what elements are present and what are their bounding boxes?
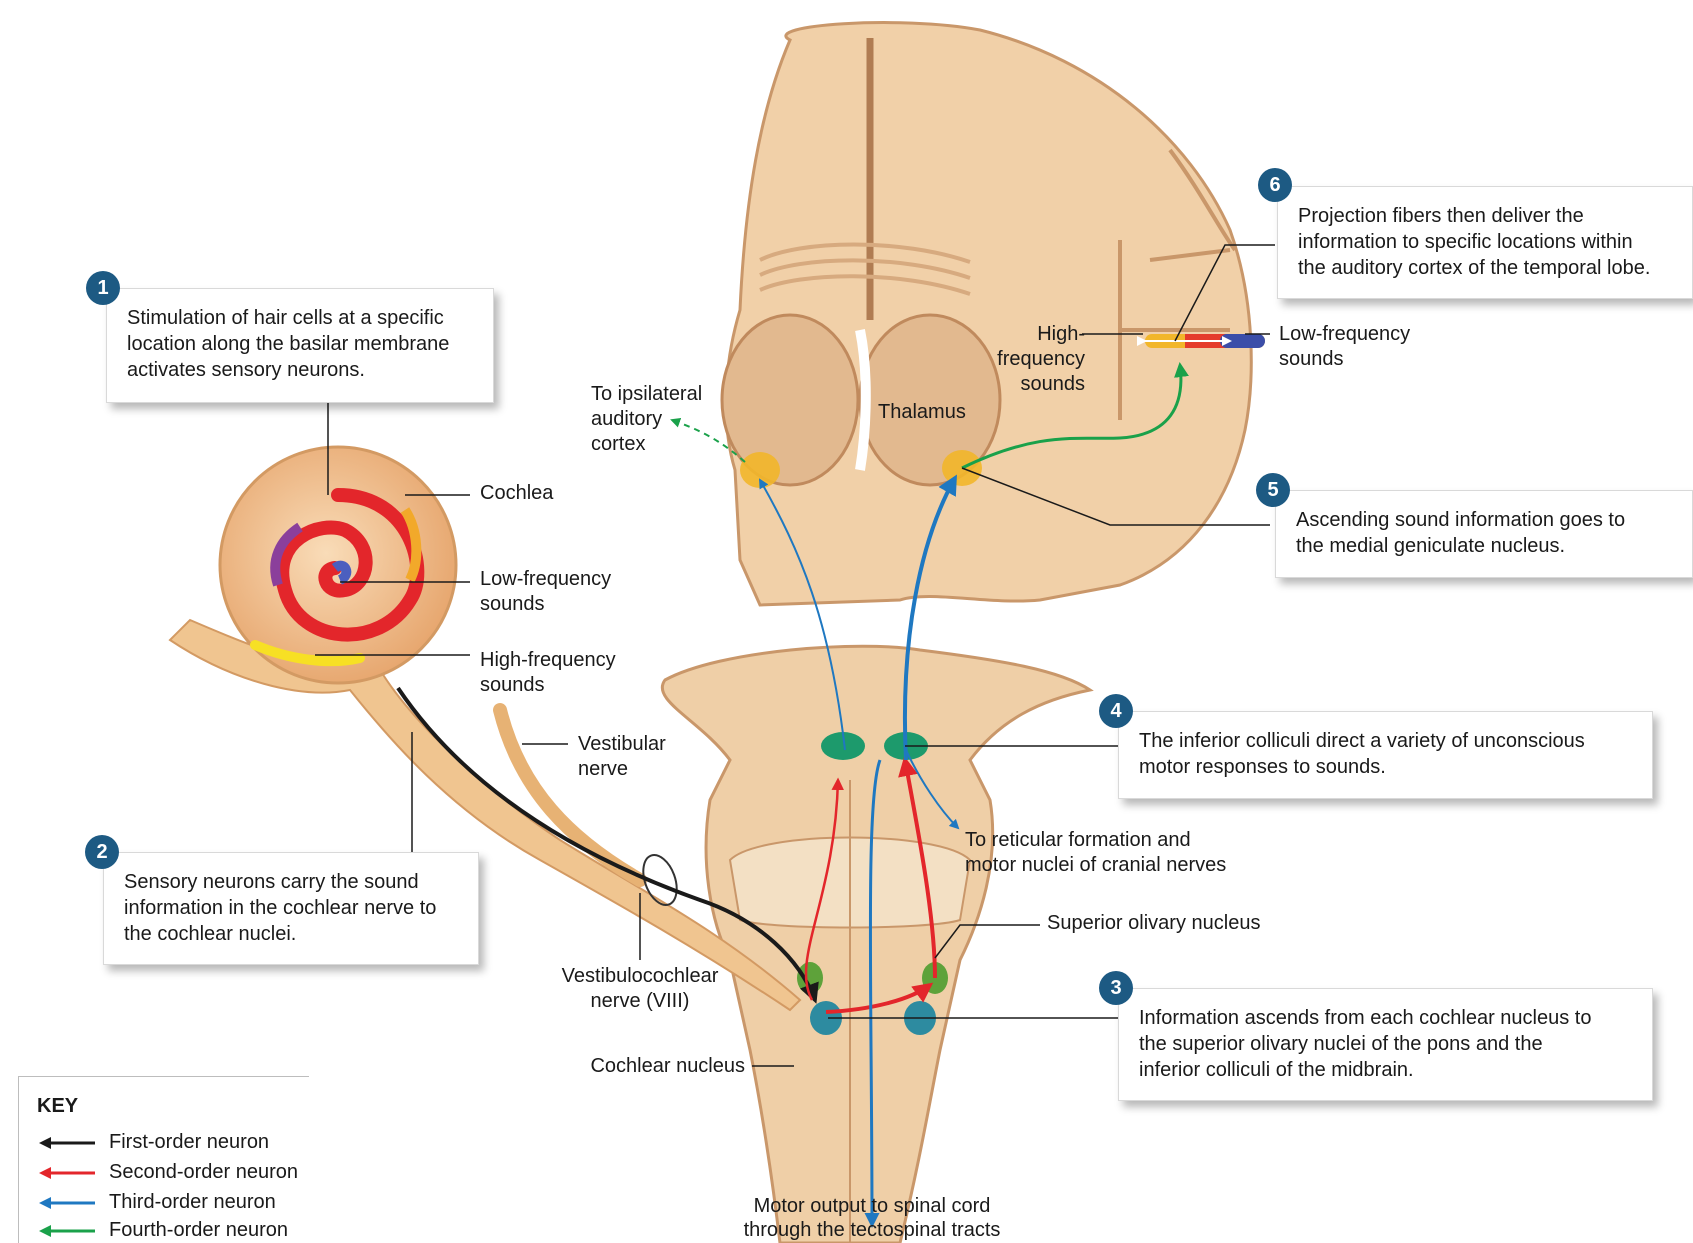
- legend-arrow-first-order: [37, 1136, 97, 1150]
- legend-key: KEY First-order neuron Second-order neur…: [18, 1076, 309, 1243]
- label-high-frequency-cochlea: High-frequency sounds: [480, 648, 616, 698]
- legend-item-third-order: Third-order neuron: [37, 1187, 276, 1217]
- label-vestibulocochlear-nerve: Vestibulocochlear nerve (VIII): [540, 964, 740, 1014]
- label-ipsilateral-auditory-cortex: To ipsilateral auditory cortex: [591, 382, 702, 457]
- label-reticular-formation: To reticular formation and motor nuclei …: [965, 828, 1226, 878]
- label-superior-olivary-nucleus: Superior olivary nucleus: [1047, 911, 1260, 936]
- step-6-box: Projection fibers then deliver the infor…: [1277, 186, 1693, 299]
- step-3-box: Information ascends from each cochlear n…: [1118, 988, 1653, 1101]
- step-4-badge: 4: [1099, 694, 1133, 728]
- legend-label-second-order: Second-order neuron: [109, 1161, 298, 1183]
- legend-label-third-order: Third-order neuron: [109, 1191, 276, 1213]
- label-low-frequency-cortex: Low-frequency sounds: [1279, 322, 1410, 372]
- step-2-badge: 2: [85, 835, 119, 869]
- legend-arrow-second-order: [37, 1166, 97, 1180]
- label-high-frequency-cortex: High- frequency sounds: [960, 322, 1085, 397]
- legend-title: KEY: [37, 1095, 78, 1118]
- legend-arrow-third-order: [37, 1196, 97, 1210]
- legend-item-first-order: First-order neuron: [37, 1127, 269, 1157]
- step-6-badge: 6: [1258, 168, 1292, 202]
- step-1-box: Stimulation of hair cells at a specific …: [106, 288, 494, 403]
- label-cochlear-nucleus: Cochlear nucleus: [545, 1054, 745, 1079]
- legend-item-fourth-order: Fourth-order neuron: [37, 1215, 288, 1243]
- legend-arrow-fourth-order: [37, 1224, 97, 1238]
- legend-item-second-order: Second-order neuron: [37, 1157, 298, 1187]
- step-2-box: Sensory neurons carry the sound informat…: [103, 852, 479, 965]
- step-4-box: The inferior colliculi direct a variety …: [1118, 711, 1653, 799]
- step-1-badge: 1: [86, 271, 120, 305]
- label-thalamus: Thalamus: [878, 400, 966, 425]
- label-cochlea: Cochlea: [480, 481, 553, 506]
- brain-section: [722, 23, 1265, 605]
- step-3-badge: 3: [1099, 971, 1133, 1005]
- label-motor-output: Motor output to spinal cord through the …: [722, 1194, 1022, 1242]
- step-5-box: Ascending sound information goes to the …: [1275, 490, 1693, 578]
- label-low-frequency-cochlea: Low-frequency sounds: [480, 567, 611, 617]
- legend-label-fourth-order: Fourth-order neuron: [109, 1219, 288, 1241]
- step-5-badge: 5: [1256, 473, 1290, 507]
- label-vestibular-nerve: Vestibular nerve: [578, 732, 666, 782]
- legend-label-first-order: First-order neuron: [109, 1131, 269, 1153]
